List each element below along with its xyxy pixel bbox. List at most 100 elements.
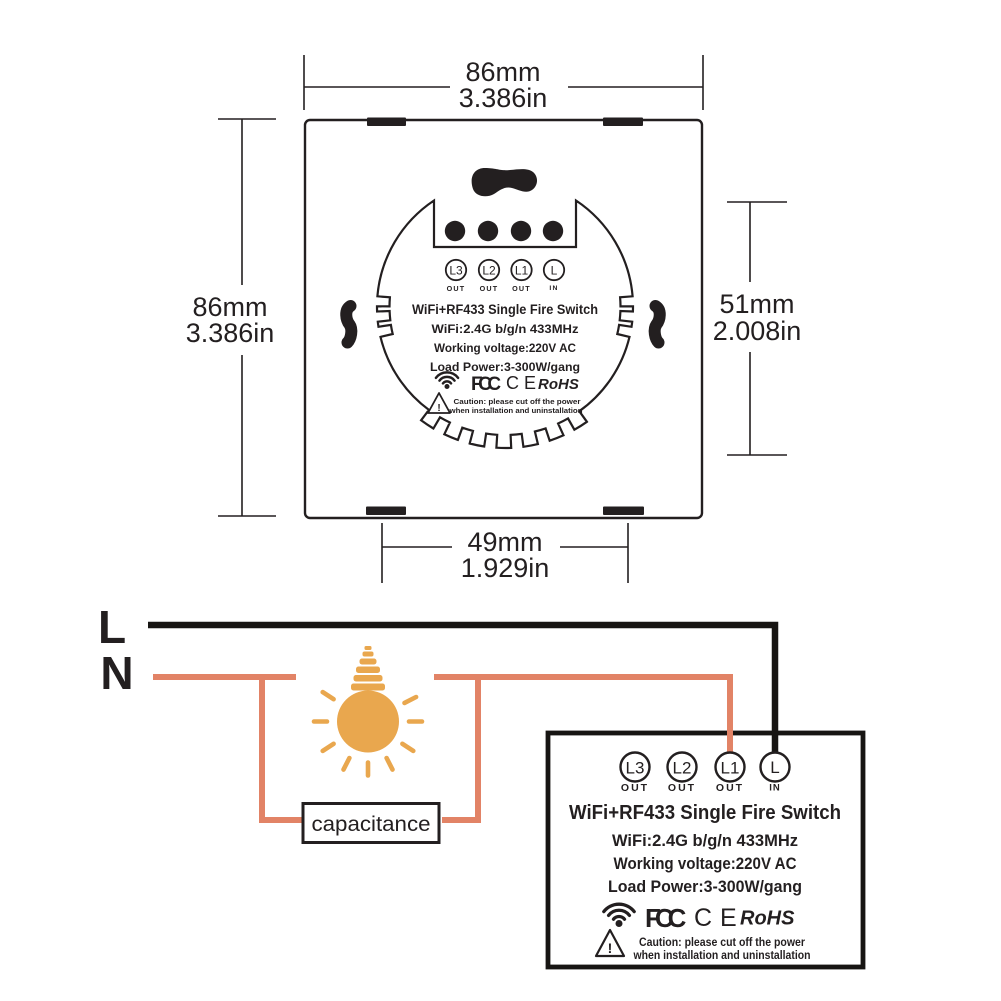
terminal-hole-dot [444, 220, 466, 242]
capacitor-wire-left [259, 674, 302, 823]
fcc-icon: FCC [645, 903, 687, 933]
left-dimension: 86mm 3.386in [186, 118, 276, 517]
module-spec-wifi: WiFi:2.4G b/g/n 433MHz [432, 324, 579, 336]
terminal-circle [666, 751, 698, 783]
box-terminal-l3: L3 OUT [619, 751, 651, 794]
terminal-hole-dot [510, 220, 532, 242]
terminal-label: L3 [626, 759, 645, 778]
caution-triangle-icon: ! [594, 928, 626, 958]
bulb-base-tip [364, 646, 372, 650]
bulb-base-thread [353, 675, 383, 682]
box-terminal-l: L IN [759, 751, 791, 794]
wifi-arc [606, 908, 632, 918]
screw-slot-left [340, 300, 358, 349]
box-spec-wifi: WiFi:2.4G b/g/n 433MHz [612, 832, 798, 850]
bulb-icon [311, 646, 425, 778]
rohs-icon: RoHS [740, 908, 795, 930]
terminal-circle [759, 751, 791, 783]
switch-box-content: L3 OUT L2 OUT L1 OUT L IN WiFi+RF433 Sin… [569, 751, 841, 962]
module-spec-load: Load Power:3-300W/gang [430, 362, 580, 374]
switch-box-outline [545, 730, 866, 970]
warning-triangle [427, 392, 451, 414]
bulb-ray [320, 689, 336, 702]
terminal-circle [619, 751, 651, 783]
module-caution-line2: when installation and uninstallation [448, 406, 582, 415]
terminal-direction: OUT [716, 782, 744, 794]
ce-icon: CE [506, 373, 541, 393]
bulb-globe [337, 690, 399, 753]
bulb-ray [400, 741, 416, 754]
top-dimension-inch: 3.386in [459, 83, 548, 113]
wire-clamp-blob [471, 168, 538, 197]
ce-icon: CE [694, 904, 745, 932]
module-terminal-l1: L1 OUT [510, 258, 533, 293]
neutral-label: N [100, 647, 133, 699]
bulb-ray [384, 755, 395, 772]
wifi-arc [438, 375, 456, 382]
mounting-tab-bottom-right [603, 506, 644, 515]
box-spec-load: Load Power:3-300W/gang [608, 878, 802, 896]
bulb-rays [311, 689, 425, 778]
terminal-direction: IN [769, 783, 781, 794]
terminal-direction: OUT [480, 284, 499, 293]
box-caution-line2: when installation and uninstallation [633, 950, 811, 962]
terminal-label: L1 [515, 264, 529, 278]
bottom-dimension: 49mm 1.929in [381, 523, 629, 583]
terminal-hole-dot [477, 220, 499, 242]
right-dimension-mm: 51mm [719, 289, 794, 319]
capacitance-box: capacitance [301, 802, 441, 844]
wifi-dot [444, 384, 450, 389]
bottom-dimension-mm: 49mm [467, 527, 542, 557]
warning-triangle [594, 928, 626, 958]
wifi-arc [434, 371, 460, 380]
terminal-direction: OUT [512, 284, 531, 293]
wifi-arc [602, 902, 636, 914]
bulb-ray [320, 741, 336, 754]
capacitance-box-outline [301, 802, 441, 844]
bottom-dimension-inch: 1.929in [461, 553, 550, 583]
switch-box [545, 730, 866, 970]
terminal-circle [444, 258, 468, 282]
terminal-circle [477, 258, 501, 282]
bulb-ray [402, 694, 419, 706]
mounting-tab-top-left [367, 117, 406, 126]
bulb-base-thread [362, 651, 374, 657]
module-terminal-l3: L3 OUT [444, 258, 468, 293]
module-terminal-l: L IN [542, 258, 566, 292]
terminal-circle [714, 751, 746, 783]
terminal-direction: OUT [668, 782, 696, 794]
bulb-base-thread [359, 658, 377, 665]
capacitance-label: capacitance [312, 812, 431, 836]
terminal-circle [510, 258, 533, 282]
right-dimension-inch: 2.008in [713, 316, 802, 346]
right-dimension: 51mm 2.008in [713, 201, 802, 456]
top-dimension-mm: 86mm [465, 57, 540, 87]
bulb-base-thread [351, 683, 385, 691]
mounting-tab-bottom-left [366, 506, 406, 515]
terminal-label: L2 [673, 759, 692, 778]
caution-triangle-icon: ! [427, 392, 451, 414]
switch-module: L3 OUT L2 OUT L1 OUT L IN WiFi+RF433 Sin… [375, 198, 635, 450]
terminal-label: L [551, 264, 558, 278]
warning-exclamation: ! [608, 940, 613, 956]
wifi-icon [602, 902, 636, 927]
terminal-hole-dot [542, 220, 564, 242]
terminal-circle [542, 258, 566, 282]
box-spec-voltage: Working voltage:220V AC [614, 855, 797, 873]
wiring-diagram: L N capacitance L3 [98, 601, 866, 970]
wifi-arc [441, 380, 453, 385]
mounting-tab-top-right [603, 117, 643, 126]
module-spec-voltage: Working voltage:220V AC [434, 343, 576, 355]
wifi-dot [615, 920, 623, 927]
live-wire [148, 621, 779, 752]
left-dimension-mm: 86mm [192, 292, 267, 322]
terminal-label: L1 [721, 759, 740, 778]
wifi-arc [611, 914, 627, 921]
rohs-icon: RoHS [538, 376, 579, 393]
terminal-direction: OUT [621, 782, 649, 794]
module-outline [375, 198, 635, 450]
box-caution-line1: Caution: please cut off the power [639, 937, 805, 949]
capacitor-wire-right [442, 674, 481, 823]
terminal-label: L2 [482, 264, 496, 278]
